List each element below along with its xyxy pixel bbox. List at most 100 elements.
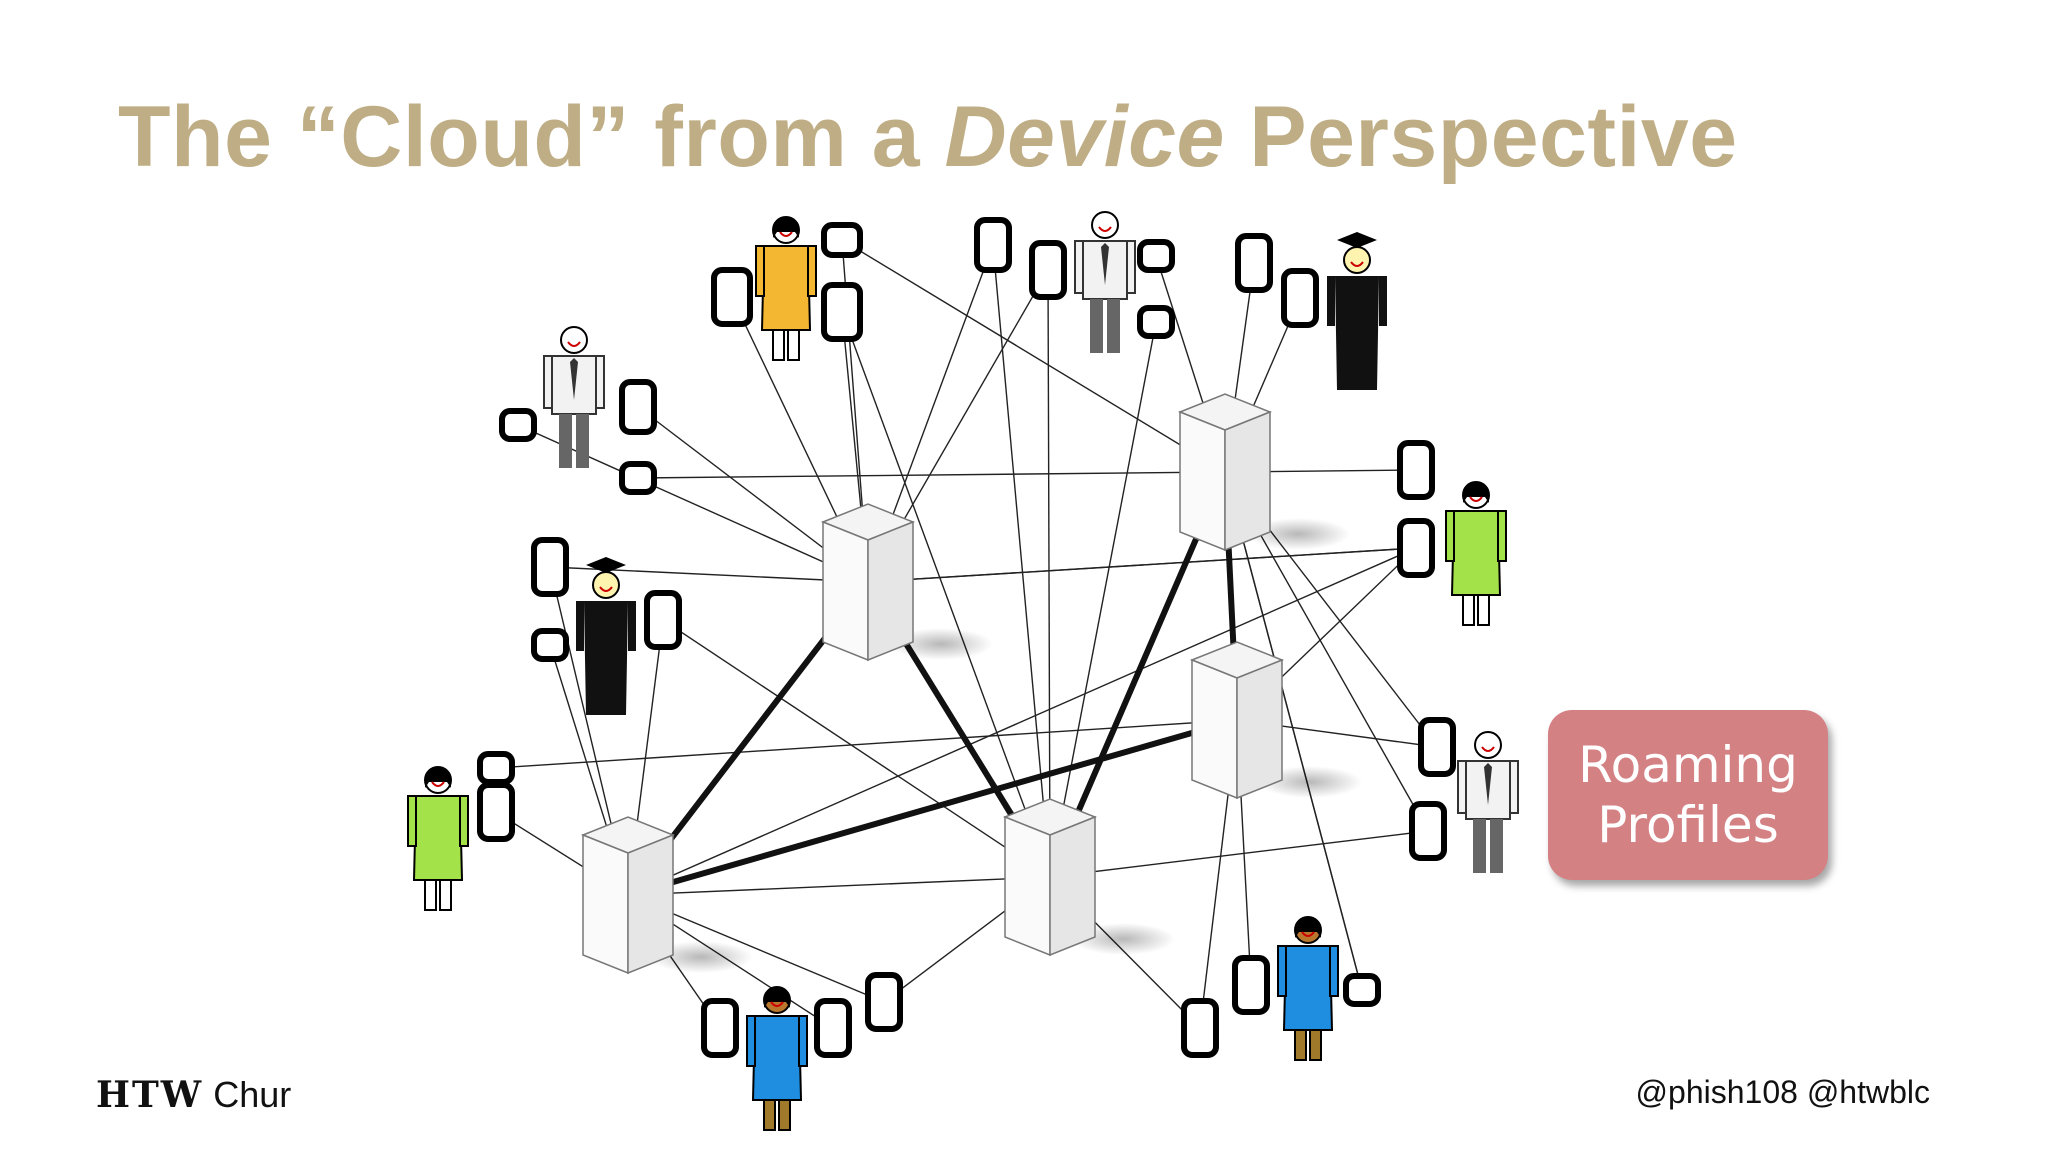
person-arm xyxy=(628,601,636,651)
server-left-face xyxy=(1179,410,1226,552)
server-right-face xyxy=(1224,410,1271,552)
person-leg xyxy=(1107,299,1120,353)
callout-line-1: Roaming xyxy=(1578,736,1798,794)
server-connection-lines xyxy=(625,469,1240,898)
footer-brand: HTW xyxy=(96,1074,204,1116)
server-left-face xyxy=(1004,815,1051,957)
person-arm xyxy=(407,795,417,847)
device-link-line xyxy=(867,547,1417,583)
person-smile xyxy=(1469,496,1483,502)
device-icon xyxy=(814,998,852,1058)
device-icon xyxy=(1181,998,1219,1058)
person-smile xyxy=(1301,931,1315,937)
person-hair xyxy=(1463,482,1489,503)
device-icon xyxy=(865,972,903,1032)
person-arm xyxy=(1277,945,1287,997)
person-smile xyxy=(1481,746,1495,752)
title-emphasis: Device xyxy=(944,89,1225,185)
server-right-face xyxy=(1049,815,1096,957)
device-link-line xyxy=(1224,471,1363,991)
device-link-line xyxy=(637,471,1226,479)
device-icon xyxy=(1235,233,1273,293)
person-head xyxy=(1474,731,1502,759)
person-smile xyxy=(779,231,793,237)
device-link-line xyxy=(495,719,1238,769)
device-icon xyxy=(701,998,739,1058)
device-icon xyxy=(1137,305,1175,339)
person-head xyxy=(1091,211,1119,239)
device-link-line xyxy=(841,239,1226,473)
person-leg xyxy=(1462,594,1475,626)
person-man-suit-icon xyxy=(1074,211,1136,353)
device-icon xyxy=(619,461,657,495)
server-left-face xyxy=(582,833,629,975)
people-group xyxy=(407,211,1519,1131)
device-icon xyxy=(711,267,753,327)
server-right-face xyxy=(1236,658,1283,800)
person-arm xyxy=(807,245,817,297)
device-link-line xyxy=(1047,269,1051,878)
device-icon xyxy=(619,379,657,435)
person-woman-green-icon xyxy=(407,766,469,911)
footer-city: Chur xyxy=(213,1074,292,1115)
person-leg xyxy=(778,1099,791,1131)
person-woman-blue-icon xyxy=(746,986,808,1131)
device-icon xyxy=(1343,973,1381,1007)
person-leg xyxy=(763,1099,776,1131)
person-smile xyxy=(770,1001,784,1007)
person-graduate-icon xyxy=(1327,232,1387,390)
person-head xyxy=(1343,246,1371,274)
person-arm xyxy=(1457,760,1467,814)
person-leg xyxy=(1294,1029,1307,1061)
person-smile xyxy=(599,586,613,592)
person-arm xyxy=(1327,276,1335,326)
slide-title: The “Cloud” from a Device Perspective xyxy=(118,88,1738,187)
person-dress xyxy=(1282,945,1334,1031)
device-link-line xyxy=(1049,321,1157,878)
person-arm xyxy=(1445,510,1455,562)
device-icon xyxy=(531,537,569,597)
device-icon xyxy=(974,217,1012,273)
server-shadow xyxy=(1258,766,1362,798)
person-smile xyxy=(1350,261,1364,267)
person-leg xyxy=(1490,819,1503,873)
device-icon xyxy=(821,222,863,258)
person-leg xyxy=(1477,594,1490,626)
person-man-suit-icon xyxy=(543,326,605,468)
person-head xyxy=(592,571,620,599)
mortarboard-icon xyxy=(586,557,626,573)
device-link-line xyxy=(992,244,1051,878)
server-bottom-center-icon xyxy=(1002,798,1175,957)
person-leg xyxy=(439,879,452,911)
person-leg xyxy=(1090,299,1103,353)
person-tie xyxy=(1484,763,1492,805)
person-woman-blue-icon xyxy=(1277,916,1339,1061)
device-link-line xyxy=(627,876,1051,896)
server-shadow xyxy=(1071,923,1175,955)
person-hair xyxy=(764,987,790,1008)
person-leg xyxy=(1309,1029,1322,1061)
person-arm xyxy=(543,355,553,409)
person-arm xyxy=(1126,240,1136,294)
server-bottom-left-icon xyxy=(580,816,753,975)
device-icon xyxy=(1029,240,1067,300)
person-hair xyxy=(425,767,451,788)
server-link-line xyxy=(1047,469,1228,880)
device-icon xyxy=(1397,518,1435,578)
person-man-suit-icon xyxy=(1457,731,1519,873)
device-icon xyxy=(477,751,515,785)
device-icon xyxy=(644,590,682,650)
person-smile xyxy=(567,341,581,347)
device-icon xyxy=(1409,801,1447,861)
person-hair xyxy=(1295,917,1321,938)
person-leg xyxy=(772,329,785,361)
server-middle-right-icon xyxy=(1189,641,1362,800)
person-gown xyxy=(1335,276,1379,390)
server-left-face xyxy=(1191,658,1238,800)
person-tie xyxy=(1101,243,1109,285)
devices-group xyxy=(477,217,1456,1058)
device-icon xyxy=(477,782,515,842)
person-arm xyxy=(798,1015,808,1067)
person-smile xyxy=(1098,226,1112,232)
device-icon xyxy=(1281,268,1319,328)
